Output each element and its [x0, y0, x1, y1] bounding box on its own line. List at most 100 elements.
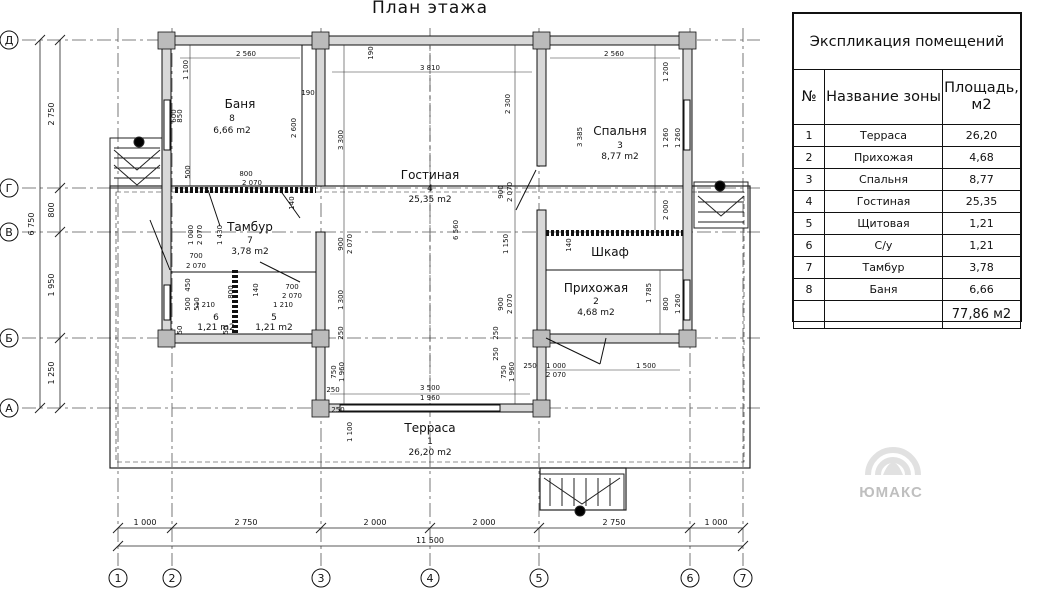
dim-label: 1 100	[346, 422, 354, 442]
room-name-tambur: Тамбур	[226, 220, 273, 234]
dim-label: 6 560	[452, 220, 460, 240]
room-num-banya: 8	[229, 114, 235, 124]
legend-col-num: №	[793, 69, 825, 125]
room-name-terrasa: Терраса	[403, 421, 455, 435]
floor-plan: Д Г В Б А 1 2 3 4 5 6 7 2 750 800 1 950 …	[0, 28, 760, 588]
dim-label: 1 260	[662, 128, 670, 148]
dim-label: 250	[331, 406, 344, 414]
dim-label: 1 000	[705, 518, 728, 527]
dim-label: 250	[523, 362, 536, 370]
dim-label: 2 070	[196, 225, 204, 245]
dim-label: 1 210	[195, 301, 215, 309]
room-area-gostinaya: 25,35 m2	[408, 195, 451, 205]
dim-label: 1 150	[502, 234, 510, 254]
dim-label: 2 750	[47, 103, 56, 126]
dim-label: 50	[176, 326, 184, 335]
dim-label: 1 260	[674, 128, 682, 148]
dim-label: 1 250	[47, 362, 56, 385]
dim-label: 900	[497, 185, 505, 198]
windows	[163, 99, 691, 412]
dim-label: 1 100	[182, 60, 190, 80]
dim-label: 600	[170, 109, 178, 122]
entrance-marker-bottom	[574, 505, 586, 517]
axis-label-col: 2	[169, 572, 176, 585]
axis-label-row: Б	[5, 332, 13, 345]
room-num-gostinaya: 4	[427, 184, 433, 194]
dim-ticks	[34, 34, 749, 552]
plan-title: План этажа	[372, 0, 488, 18]
dim-label: 140	[252, 283, 260, 296]
entrance-marker-right	[714, 180, 726, 192]
dim-label: 1 000	[134, 518, 157, 527]
dim-label: 2 000	[473, 518, 496, 527]
table-total-row: 77,86 м2	[793, 300, 1021, 329]
dim-label: 190	[367, 46, 375, 59]
dim-label: 1 500	[636, 362, 656, 370]
dim-label: 2 070	[346, 234, 354, 254]
dim-label: 140	[288, 196, 296, 209]
dim-label: 1 430	[216, 225, 224, 245]
outer-dim-lines	[39, 40, 743, 547]
dim-label: 2 300	[504, 94, 512, 114]
dim-label: 2 070	[186, 262, 206, 270]
room-area-prikhozhaya: 4,68 m2	[577, 308, 614, 318]
dim-label: 450	[184, 278, 192, 291]
dim-label: 1 000	[187, 225, 195, 245]
room-area-spalnya: 8,77 m2	[601, 152, 638, 162]
dim-label: 250	[337, 326, 345, 339]
dim-label: 250	[326, 386, 339, 394]
room-area-terrasa: 26,20 m2	[408, 448, 451, 458]
stairs-right	[693, 181, 749, 229]
dim-label: 2 560	[236, 50, 256, 58]
room-name-spalnya: Спальня	[593, 124, 646, 138]
doors	[149, 169, 607, 390]
dim-label: 500	[184, 297, 192, 310]
dim-label: 140	[565, 238, 573, 251]
dim-label: 800	[239, 170, 252, 178]
axis-label-col: 3	[318, 572, 325, 585]
dim-label: 1 000	[546, 362, 566, 370]
room-num-5: 5	[271, 313, 277, 323]
room-num-tambur: 7	[247, 236, 253, 246]
legend-caption: Экспликация помещений	[793, 13, 1021, 70]
room-num-prikhozhaya: 2	[593, 297, 599, 307]
dim-label: 1 260	[674, 294, 682, 314]
dim-label: 250	[492, 347, 500, 360]
dim-label: 250	[492, 326, 500, 339]
dim-label: 3 385	[576, 127, 584, 147]
dim-label: 2 000	[662, 200, 670, 220]
room-area-6: 1,21 m2	[197, 323, 234, 333]
dim-label: 1 300	[337, 290, 345, 310]
dim-label: 2 600	[290, 118, 298, 138]
dim-label: 2 750	[603, 518, 626, 527]
room-schedule-table: Экспликация помещений № Название зоны Пл…	[792, 12, 1022, 329]
dim-label: 700	[285, 283, 298, 291]
legend-total: 77,86 м2	[942, 300, 1021, 329]
room-num-terrasa: 1	[427, 437, 433, 447]
dim-label: 1 960	[508, 362, 516, 382]
axis-label-row: А	[5, 402, 13, 415]
axis-label-col: 5	[536, 572, 543, 585]
dim-label: 900	[337, 237, 345, 250]
dim-label: 900	[497, 297, 505, 310]
dim-label: 11 500	[416, 536, 444, 545]
room-area-tambur: 3,78 m2	[231, 247, 268, 257]
room-area-5: 1,21 m2	[255, 323, 292, 333]
room-num-6: 6	[213, 313, 219, 323]
partitions	[175, 187, 683, 334]
legend-col-name: Название зоны	[824, 69, 943, 125]
dim-label: 2 000	[364, 518, 387, 527]
room-name-shkaf: Шкаф	[591, 245, 629, 259]
dim-label: 3 810	[420, 64, 440, 72]
dim-label: 2 070	[242, 179, 262, 187]
dim-label: 850	[176, 109, 184, 122]
dim-label: 800	[47, 202, 56, 217]
dim-label: 1 200	[662, 62, 670, 82]
yumaks-logo-icon	[865, 447, 921, 476]
